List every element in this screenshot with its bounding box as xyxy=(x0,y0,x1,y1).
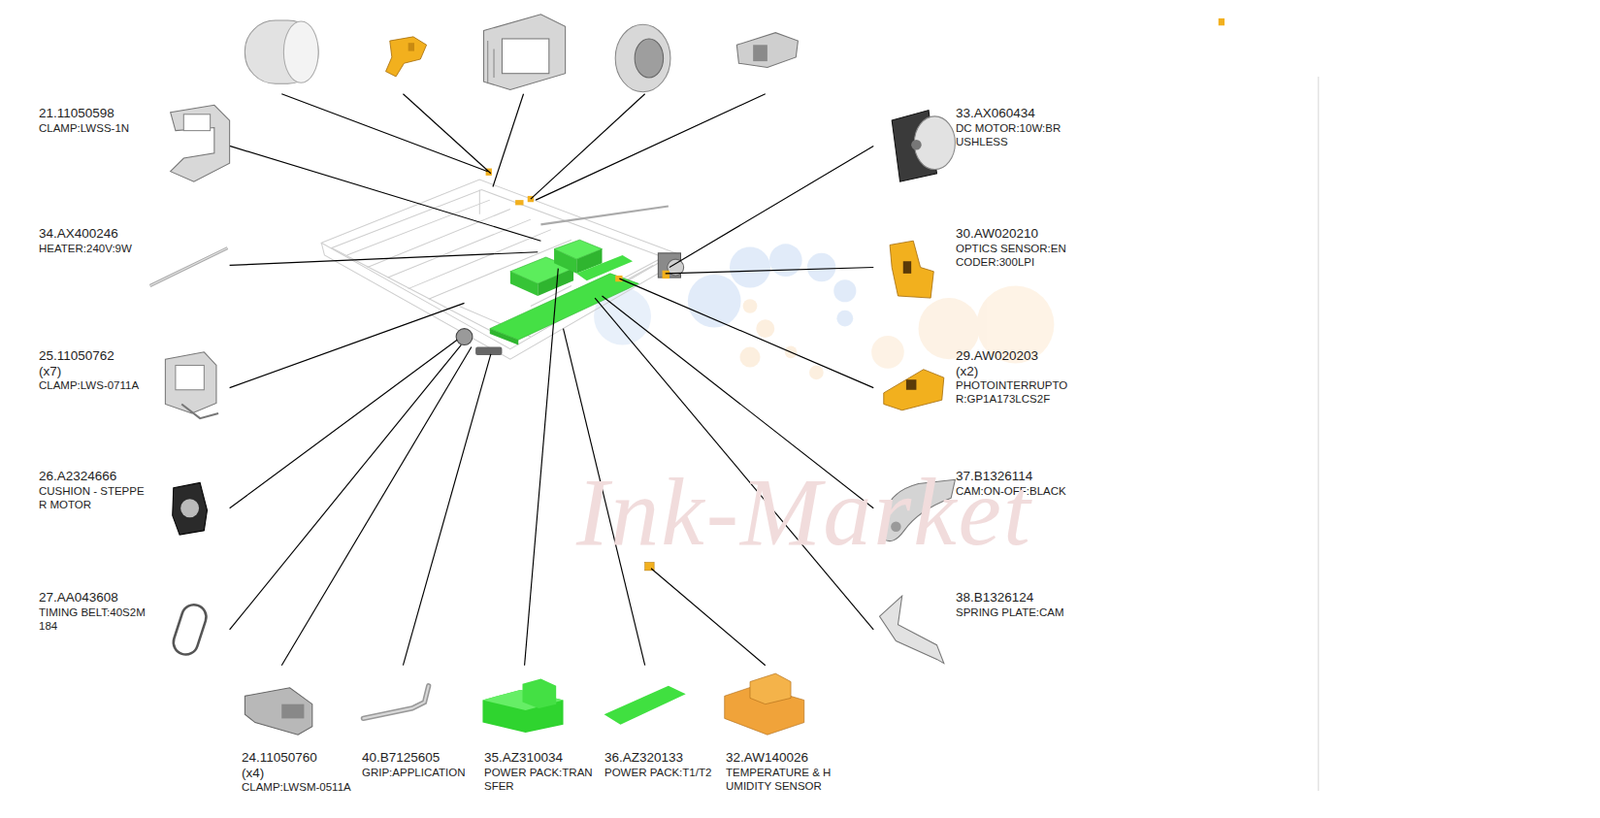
watermark: Ink-Market xyxy=(576,456,1033,568)
part-number: 29.AW020203 xyxy=(955,348,1069,364)
part-number: 32.AW140026 xyxy=(725,750,839,766)
part-number: 35.AZ310034 xyxy=(484,750,597,766)
callout-label: 35.AZ310034POWER PACK:TRANSFER xyxy=(484,750,597,793)
callout-label: 32.AW140026TEMPERATURE & HUMIDITY SENSOR xyxy=(725,750,839,793)
callout-label: 33.AX060434DC MOTOR:10W:BRUSHLESS xyxy=(955,105,1069,149)
part-number: 27.AA043608 xyxy=(38,589,152,606)
part-icons-left xyxy=(150,104,230,657)
part-description: HEATER:240V:9W xyxy=(38,241,152,256)
part-number: 33.AX060434 xyxy=(955,105,1069,122)
callout-label: 34.AX400246HEATER:240V:9W xyxy=(38,226,152,256)
power-pack-tray xyxy=(489,239,640,345)
callout-label: 30.AW020210OPTICS SENSOR:ENCODER:300LPI xyxy=(955,226,1069,269)
callout-label: 27.AA043608TIMING BELT:40S2M184 xyxy=(38,589,152,633)
callout-label: 40.B7125605GRIP:APPLICATION xyxy=(361,750,475,780)
part-number: (x2) xyxy=(955,363,1069,380)
part-number: 21.11050598 xyxy=(38,105,152,122)
part-description: CLAMP:LWSS-1N xyxy=(38,121,152,135)
part-description: TEMPERATURE & HUMIDITY SENSOR xyxy=(725,765,839,793)
part-number: (x7) xyxy=(38,363,152,380)
callout-label: 24.11050760(x4)CLAMP:LWSM-0511A xyxy=(241,750,355,794)
part-description: POWER PACK:T1/T2 xyxy=(604,765,718,780)
callout-label: 26.A2324666CUSHION - STEPPER MOTOR xyxy=(38,468,152,512)
part-number: 38.B1326124 xyxy=(955,589,1069,606)
part-description: CLAMP:LWS-0711A xyxy=(38,378,152,392)
part-description: CUSHION - STEPPER MOTOR xyxy=(38,484,152,512)
callout-label: 36.AZ320133POWER PACK:T1/T2 xyxy=(604,750,718,780)
part-description: PHOTOINTERRUPTOR:GP1A173LCS2F xyxy=(955,378,1069,406)
part-description: GRIP:APPLICATION xyxy=(361,765,475,780)
callout-label: 29.AW020203(x2)PHOTOINTERRUPTOR:GP1A173L… xyxy=(955,348,1069,406)
part-description: DC MOTOR:10W:BRUSHLESS xyxy=(955,121,1069,149)
leader-lines xyxy=(229,94,875,666)
callout-label: 25.11050762(x7)CLAMP:LWS-0711A xyxy=(38,348,152,392)
part-number: (x4) xyxy=(241,765,355,782)
part-icons-right xyxy=(880,110,956,664)
callout-label: 21.11050598CLAMP:LWSS-1N xyxy=(38,105,152,135)
part-number: 26.A2324666 xyxy=(38,468,152,485)
part-description: OPTICS SENSOR:ENCODER:300LPI xyxy=(955,241,1069,269)
part-number: 25.11050762 xyxy=(38,348,152,364)
part-description: POWER PACK:TRANSFER xyxy=(484,765,597,793)
part-icons-bottom xyxy=(244,673,804,735)
part-number: 30.AW020210 xyxy=(955,226,1069,242)
callout-label: 38.B1326124SPRING PLATE:CAM xyxy=(955,589,1069,620)
part-icons-top xyxy=(244,14,798,93)
tray-frame xyxy=(321,179,676,360)
part-description: SPRING PLATE:CAM xyxy=(955,605,1069,620)
part-number: 34.AX400246 xyxy=(38,226,152,242)
part-description: CLAMP:LWSM-0511A xyxy=(241,780,355,794)
part-number: 24.11050760 xyxy=(241,750,355,766)
part-number: 40.B7125605 xyxy=(361,750,475,766)
divider xyxy=(1317,76,1319,791)
part-number: 36.AZ320133 xyxy=(604,750,718,766)
part-description: TIMING BELT:40S2M184 xyxy=(38,605,152,633)
tray-parts xyxy=(456,18,1225,571)
